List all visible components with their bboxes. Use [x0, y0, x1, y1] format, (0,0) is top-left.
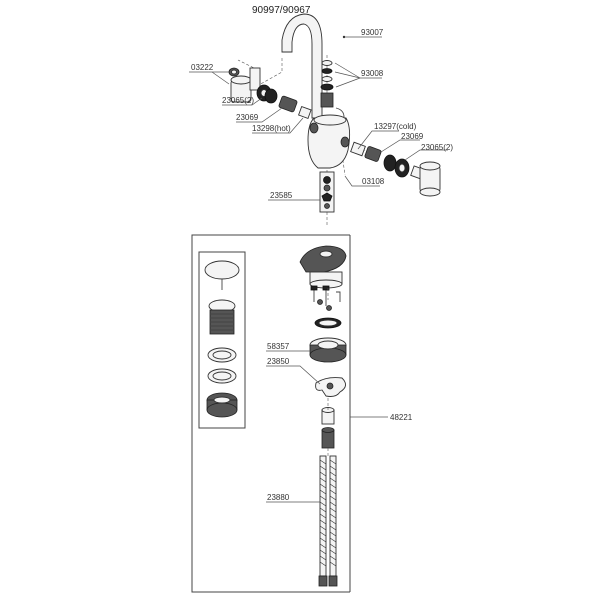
drain-assembly	[198, 251, 246, 429]
callout-23065-left: 23065(2)	[222, 96, 254, 105]
hose-end	[328, 575, 338, 587]
bolt-head	[310, 285, 318, 291]
mount-hardware	[299, 245, 347, 456]
hose-end	[318, 575, 328, 587]
alignment-dash	[237, 59, 259, 71]
kit-part	[323, 184, 331, 192]
shank-coupling-top	[321, 427, 335, 433]
bracket	[336, 291, 341, 302]
o-ring	[321, 60, 333, 66]
callout-23065-right: 23065(2)	[421, 143, 453, 152]
right-washer	[383, 154, 397, 172]
hose-braid	[329, 459, 337, 567]
spout	[281, 13, 323, 119]
right-cartridge	[364, 146, 382, 162]
left-cartridge	[278, 95, 298, 113]
drain-washer-inner	[212, 371, 232, 381]
hardware-frame	[191, 234, 351, 593]
callout-58357: 58357	[267, 342, 290, 351]
mount-kit-box	[319, 171, 335, 213]
drain-nut-bottom	[206, 402, 238, 418]
callout-03108: 03108	[362, 177, 385, 186]
hose-braid	[319, 459, 327, 567]
nut	[317, 299, 323, 305]
deck-plate-hole	[319, 250, 333, 258]
faucet-assembly	[228, 13, 441, 226]
washer-58357-hole	[317, 340, 339, 350]
nut	[326, 305, 332, 311]
callout-93007: 93007	[361, 28, 384, 37]
drain-nut-hole	[213, 396, 231, 404]
drain-stopper	[204, 260, 240, 280]
body-top	[313, 114, 347, 126]
supply-hoses	[318, 455, 338, 587]
left-handle-cap	[230, 75, 252, 85]
left-valve-stem	[298, 105, 312, 119]
faucet-body	[307, 117, 351, 169]
callout-48221: 48221	[390, 413, 413, 422]
o-ring-lower-inner	[318, 319, 338, 327]
diagram-title: 90997/90967	[252, 5, 311, 16]
drain-threads	[210, 313, 234, 331]
right-handle-cap	[419, 161, 441, 171]
lower-callouts: 58357 23850 48221 23880	[266, 342, 413, 503]
callout-23069-right: 23069	[401, 132, 424, 141]
kit-part	[324, 203, 330, 209]
mount-plate-hole	[326, 382, 334, 390]
right-handle-end	[419, 187, 441, 197]
upper-callouts: 93007 93008 03222 23065(2) 23069 13298(h…	[189, 28, 453, 201]
callout-23069-left: 23069	[236, 113, 259, 122]
callout-23880: 23880	[267, 493, 290, 502]
callout-93008: 93008	[361, 69, 384, 78]
drain-box	[198, 251, 246, 429]
body-port-right	[340, 136, 350, 148]
right-washer-inner	[398, 163, 406, 173]
o-ring	[321, 68, 333, 74]
o-ring	[321, 76, 333, 82]
deck-plate	[299, 245, 347, 273]
callout-23585: 23585	[270, 191, 293, 200]
spout-adapter	[320, 92, 334, 108]
kit-part	[323, 176, 331, 184]
kit-star	[321, 192, 333, 202]
callout-23850: 23850	[267, 357, 290, 366]
left-handle-lever	[249, 67, 261, 91]
left-handle-ring-inner	[231, 69, 237, 75]
callout-13298-hot: 13298(hot)	[252, 124, 291, 133]
washer-58357-bottom	[309, 347, 347, 363]
drain-gasket-inner	[212, 350, 232, 360]
callout-13297-cold: 13297(cold)	[374, 122, 417, 131]
body-port-left	[309, 122, 319, 134]
o-ring	[320, 83, 334, 91]
callout-03222: 03222	[191, 63, 214, 72]
bolt-head	[322, 285, 330, 291]
left-washer-2	[264, 88, 278, 104]
